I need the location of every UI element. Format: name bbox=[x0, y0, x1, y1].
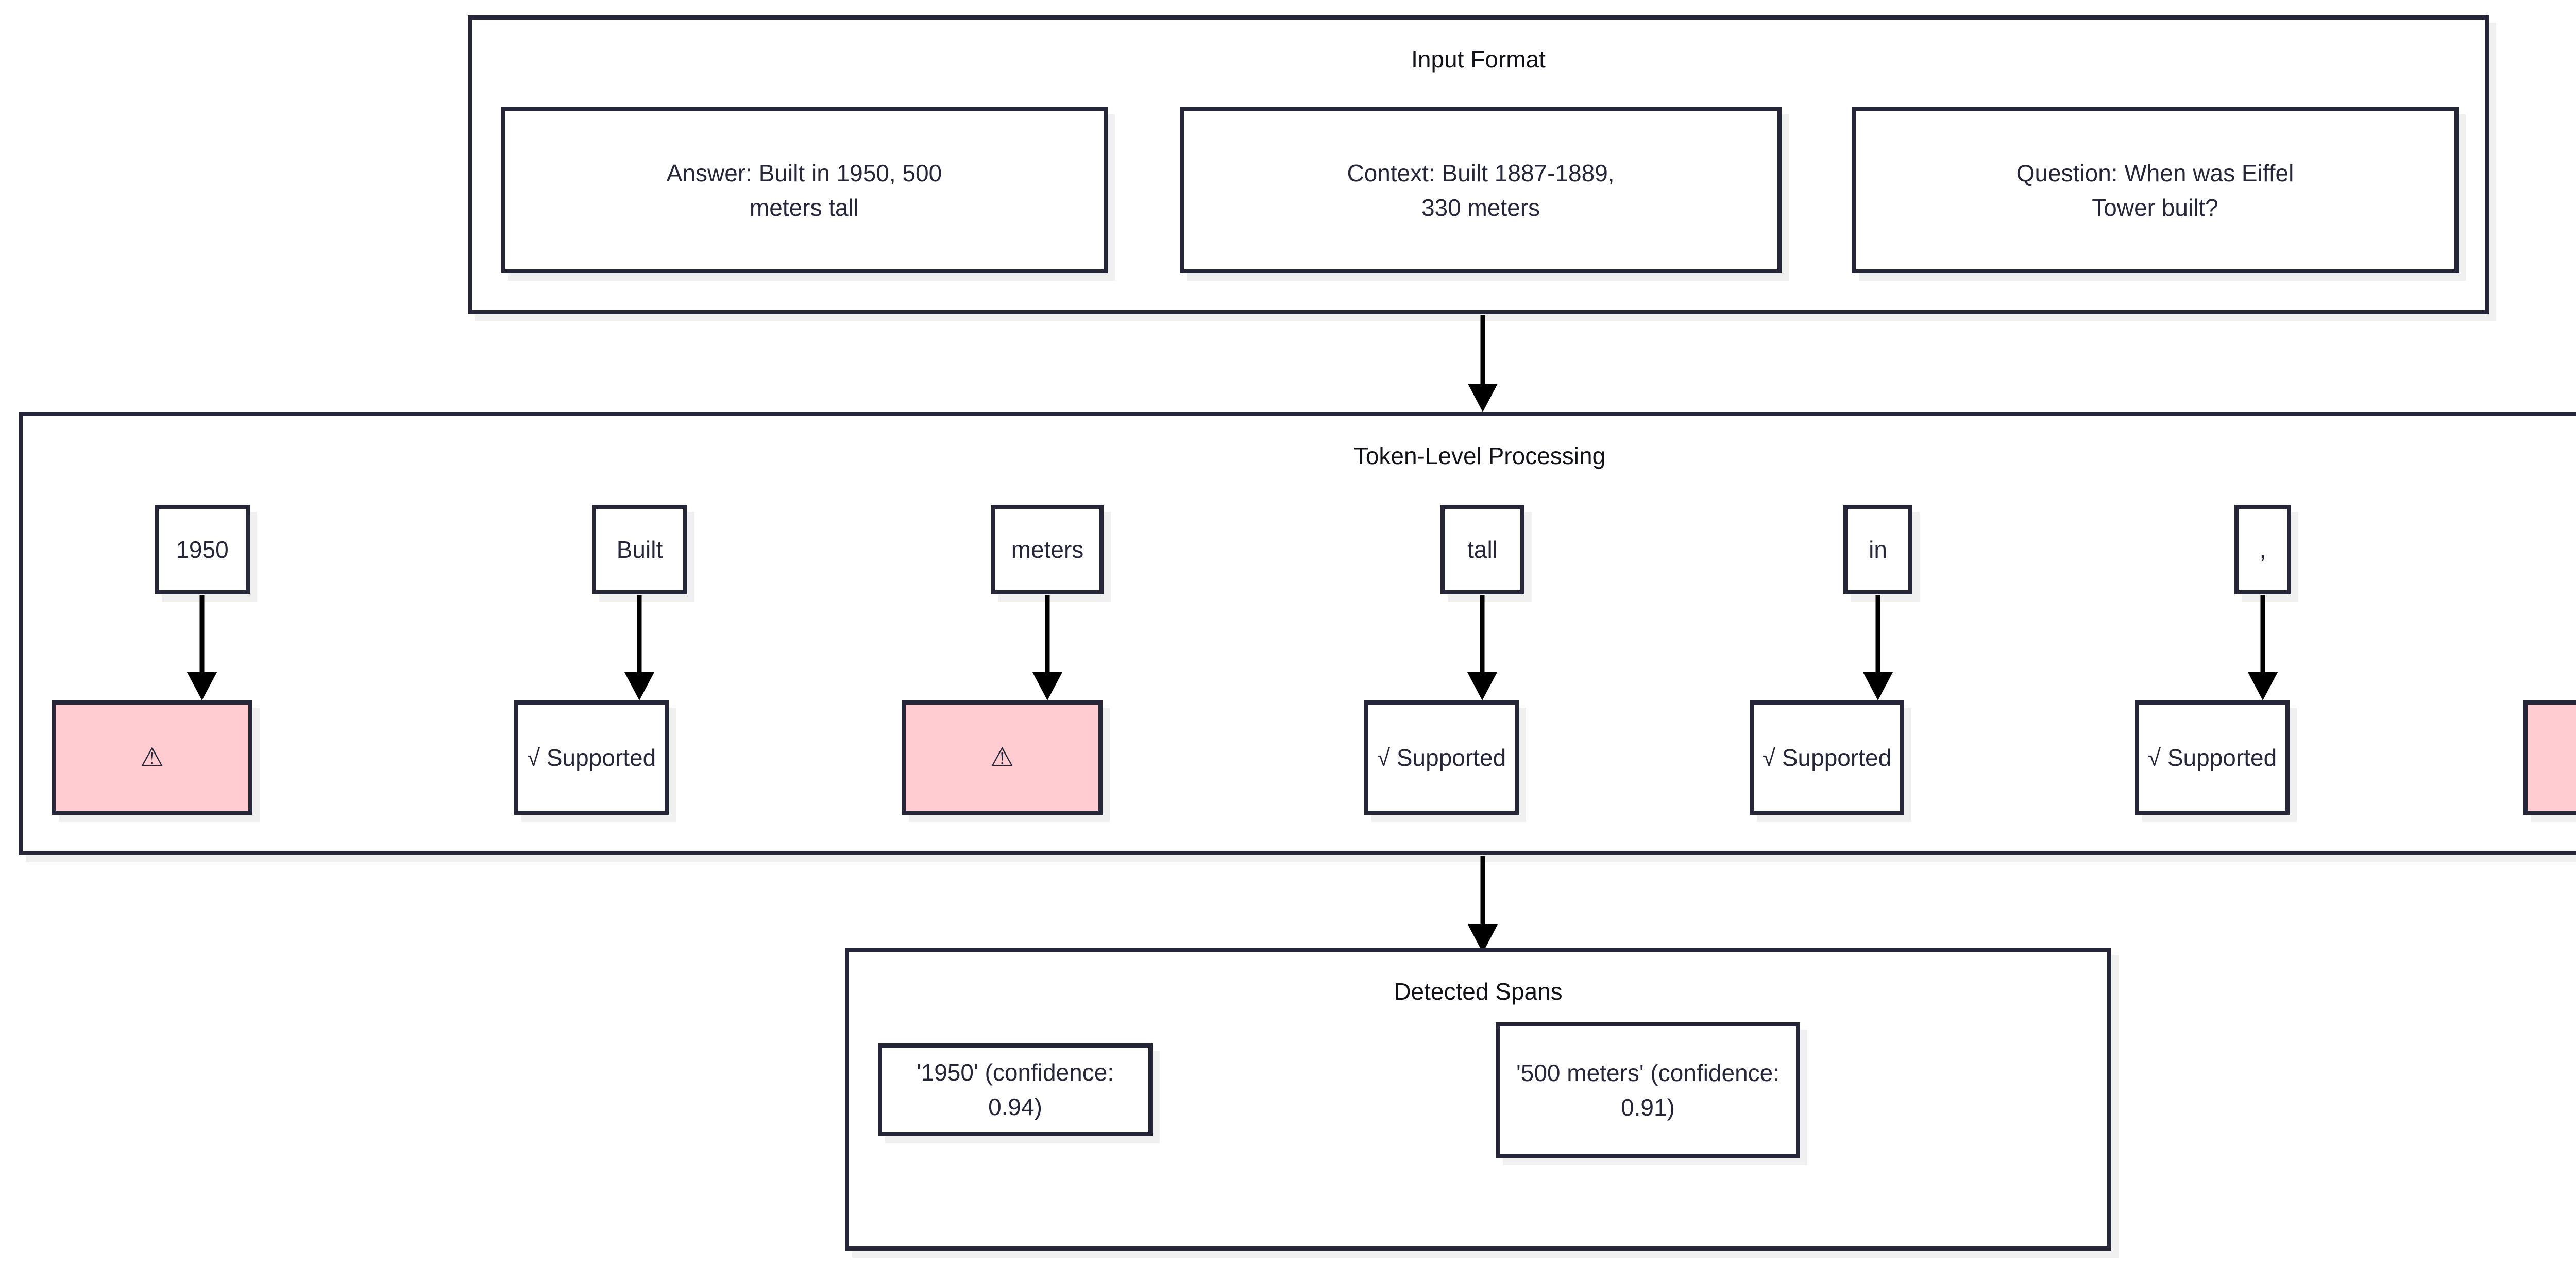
token-label: 1950 bbox=[176, 536, 229, 563]
status-box-0[interactable]: ⚠ bbox=[52, 700, 252, 815]
question-box-text: Question: When was Eiffel Tower built? bbox=[2016, 159, 2294, 221]
span-box-1[interactable]: '500 meters' (confidence: 0.91) bbox=[1496, 1022, 1800, 1158]
arrow-token-1-to-status bbox=[619, 595, 660, 701]
status-box-2[interactable]: ⚠ bbox=[902, 700, 1103, 815]
check-icon-label: √ Supported bbox=[1762, 744, 1892, 771]
token-box-0[interactable]: 1950 bbox=[155, 505, 250, 594]
warning-triangle-icon: ⚠ bbox=[990, 743, 1014, 773]
question-box[interactable]: Question: When was Eiffel Tower built? bbox=[1852, 107, 2459, 273]
context-box-text: Context: Built 1887-1889, 330 meters bbox=[1347, 159, 1615, 221]
token-label: in bbox=[1869, 536, 1887, 563]
arrow-input-to-tokens bbox=[1462, 315, 1503, 413]
input-format-title: Input Format bbox=[1411, 46, 1546, 73]
warning-triangle-icon: ⚠ bbox=[140, 743, 164, 773]
arrow-tokens-to-spans bbox=[1462, 856, 1503, 954]
status-box-5[interactable]: √ Supported bbox=[2135, 700, 2290, 815]
context-box[interactable]: Context: Built 1887-1889, 330 meters bbox=[1180, 107, 1782, 273]
detected-spans-title: Detected Spans bbox=[1394, 978, 1563, 1005]
token-label: Built bbox=[616, 536, 663, 563]
token-label: meters bbox=[1011, 536, 1084, 563]
token-label: , bbox=[2259, 536, 2266, 563]
token-box-2[interactable]: meters bbox=[991, 505, 1104, 594]
arrow-token-0-to-status bbox=[181, 595, 223, 701]
check-icon-label: √ Supported bbox=[2147, 744, 2277, 771]
span-label: '1950' (confidence: 0.94) bbox=[916, 1059, 1114, 1120]
check-icon-label: √ Supported bbox=[1377, 744, 1506, 771]
check-icon-label: √ Supported bbox=[527, 744, 656, 771]
answer-box[interactable]: Answer: Built in 1950, 500 meters tall bbox=[501, 107, 1108, 273]
status-box-4[interactable]: √ Supported bbox=[1750, 700, 1904, 815]
arrow-token-5-to-status bbox=[2242, 595, 2283, 701]
token-box-3[interactable]: tall bbox=[1440, 505, 1524, 594]
status-box-6[interactable]: ⚠ bbox=[2523, 700, 2576, 815]
status-box-3[interactable]: √ Supported bbox=[1364, 700, 1519, 815]
arrow-token-2-to-status bbox=[1027, 595, 1068, 701]
token-box-4[interactable]: in bbox=[1843, 505, 1912, 594]
token-box-1[interactable]: Built bbox=[592, 505, 687, 594]
span-label: '500 meters' (confidence: 0.91) bbox=[1516, 1059, 1780, 1121]
token-label: tall bbox=[1467, 536, 1498, 563]
answer-box-text: Answer: Built in 1950, 500 meters tall bbox=[666, 159, 942, 221]
arrow-token-3-to-status bbox=[1462, 595, 1503, 701]
span-box-0[interactable]: '1950' (confidence: 0.94) bbox=[878, 1043, 1153, 1136]
token-box-5[interactable]: , bbox=[2234, 505, 2291, 594]
token-processing-title: Token-Level Processing bbox=[1353, 442, 1606, 469]
arrow-token-4-to-status bbox=[1857, 595, 1899, 701]
status-box-1[interactable]: √ Supported bbox=[514, 700, 669, 815]
